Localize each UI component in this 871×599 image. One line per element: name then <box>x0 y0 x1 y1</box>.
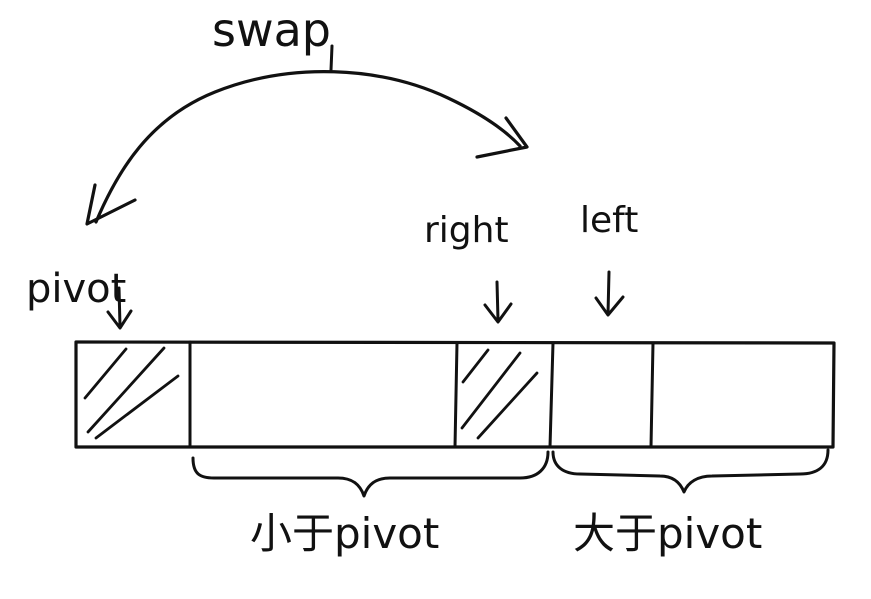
right-down-arrow-icon <box>483 280 513 324</box>
swap-arrowhead-left <box>85 183 137 226</box>
right-label: right <box>424 210 509 251</box>
right-cell-hatching <box>460 348 539 440</box>
left-label: left <box>580 200 638 241</box>
less-than-pivot-brace <box>191 450 550 498</box>
left-down-arrow-icon <box>594 270 625 317</box>
less-than-pivot-label: 小于pivot <box>250 509 439 558</box>
swap-arc <box>94 70 522 224</box>
pivot-label: pivot <box>26 266 126 312</box>
pivot-down-arrow-icon <box>106 286 133 330</box>
swap-arc-tick <box>329 44 334 72</box>
array-box <box>74 340 836 449</box>
pivot-cell-hatching <box>83 346 180 440</box>
swap-arrowhead-right <box>475 116 529 159</box>
right-cell-left-divider <box>453 341 459 449</box>
greater-than-pivot-brace <box>551 448 830 494</box>
left-cell-right-divider <box>649 341 655 449</box>
greater-than-pivot-label: 大于pivot <box>573 509 762 558</box>
swap-label: swap <box>212 3 331 57</box>
right-cell-right-divider <box>548 341 555 449</box>
